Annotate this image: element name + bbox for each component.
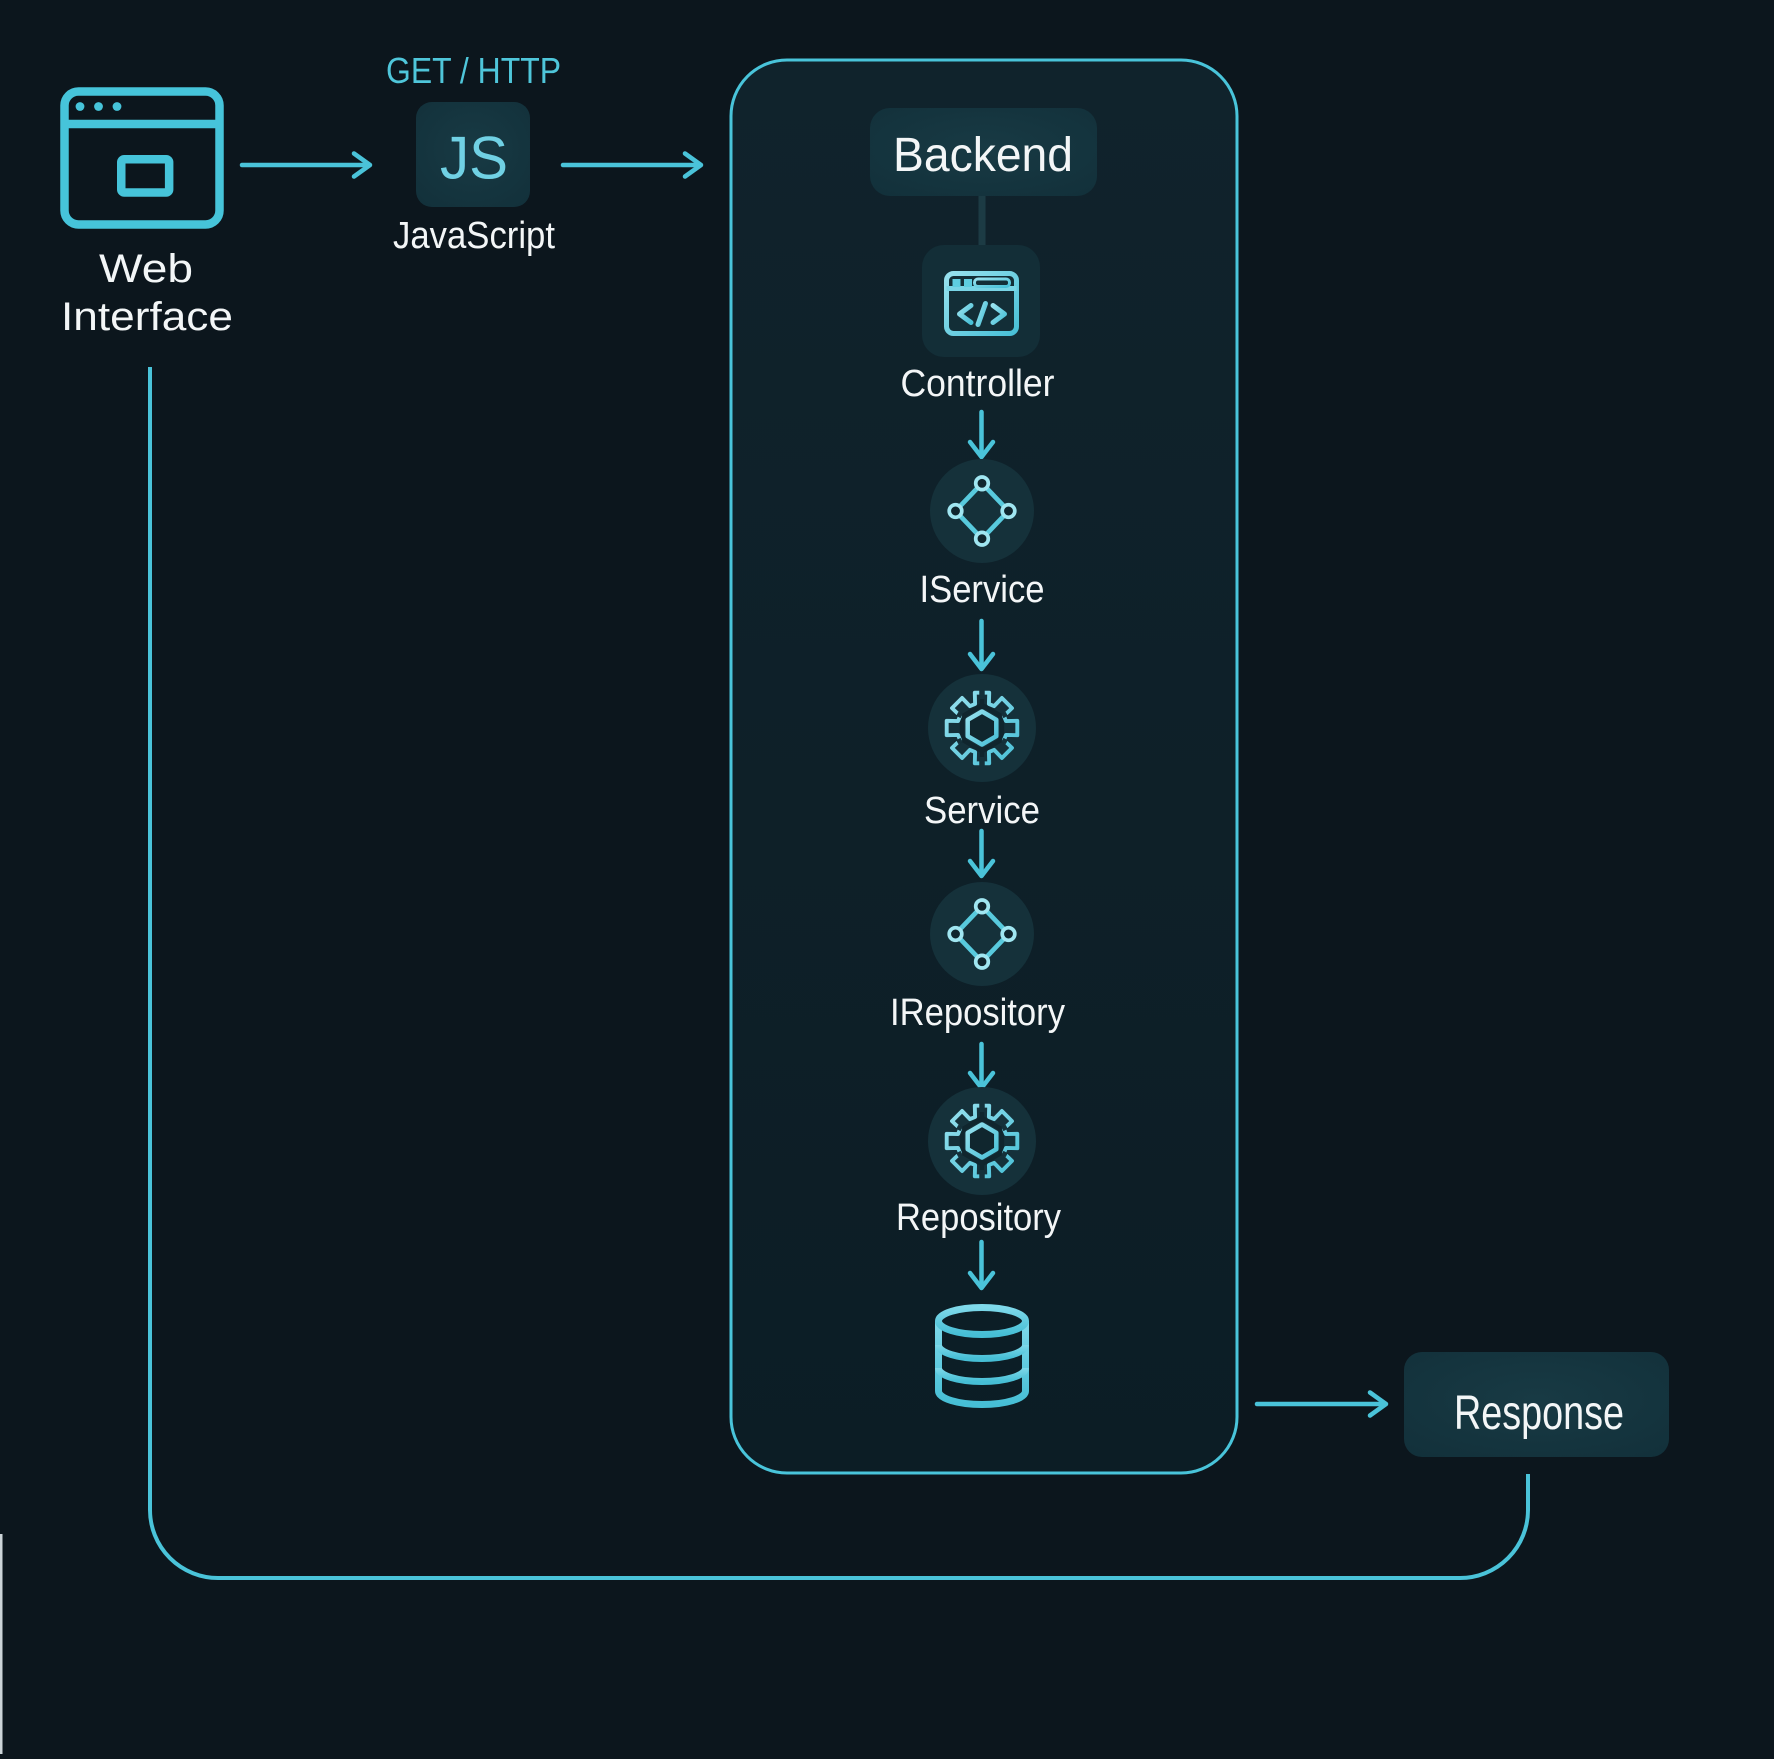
svg-text:IService: IService xyxy=(920,569,1045,611)
svg-text:JavaScript: JavaScript xyxy=(393,215,555,257)
svg-text:Web: Web xyxy=(99,247,193,291)
svg-text:IRepository: IRepository xyxy=(890,992,1065,1034)
svg-text:Repository: Repository xyxy=(896,1197,1061,1239)
svg-text:Controller: Controller xyxy=(901,363,1055,405)
svg-text:Response: Response xyxy=(1454,1387,1624,1440)
svg-text:Service: Service xyxy=(924,790,1040,832)
svg-text:Backend: Backend xyxy=(893,129,1073,182)
svg-text:Interface: Interface xyxy=(61,295,233,339)
svg-text:JS: JS xyxy=(440,125,508,192)
svg-text:GET / HTTP: GET / HTTP xyxy=(386,50,561,91)
